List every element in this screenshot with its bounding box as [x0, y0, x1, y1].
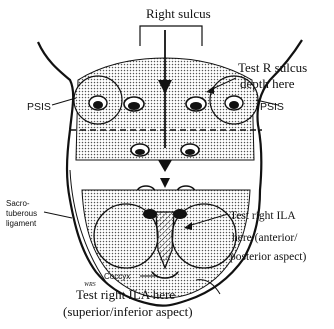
label-sacrotuberous-line2: tuberous: [6, 209, 37, 218]
right-sulcus-bracket: [140, 26, 202, 46]
label-test-ila-ap-line2: here (anterior/: [232, 232, 298, 244]
label-test-ila-ap-line3: posterior aspect): [230, 251, 306, 263]
label-test-r-sulcus-line2: depth here: [240, 76, 295, 91]
label-test-r-sulcus-line1: Test R sulcus: [238, 60, 307, 75]
label-test-ila-ap-line1: Test right ILA: [230, 210, 296, 222]
spinous-tubercles: [158, 160, 172, 188]
label-right-sulcus: Right sulcus: [146, 6, 211, 21]
pointer-sacrotuberous: [44, 212, 72, 218]
label-test-ila-si-line1: Test right ILA here: [76, 287, 175, 302]
label-sacrotuberous-line1: Sacro-: [6, 199, 30, 208]
label-psis-right: PSIS: [260, 101, 284, 113]
artist-signature: WRS: [84, 282, 96, 288]
label-test-ila-si-line2: (superior/inferior aspect): [63, 304, 193, 319]
label-coccyx: Coccyx: [104, 272, 130, 281]
label-sacrotuberous-line3: ligament: [6, 219, 37, 228]
label-psis-left: PSIS: [27, 101, 51, 113]
